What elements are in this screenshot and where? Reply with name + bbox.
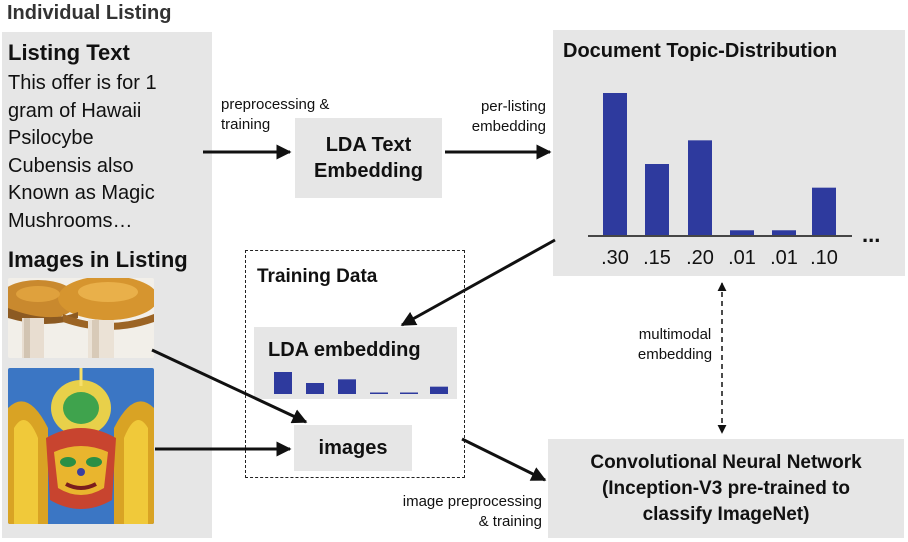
topic-bar	[688, 140, 712, 235]
topic-bar	[730, 230, 754, 235]
multimodal-label: multimodal embedding	[630, 325, 720, 365]
label-line: & training	[478, 513, 542, 530]
lda-text-embedding-line: Embedding	[314, 160, 423, 182]
cnn-line: Convolutional Neural Network	[590, 451, 862, 473]
listing-line: Known as Magic	[8, 182, 155, 204]
preprocessing-label: preprocessing & training	[221, 95, 329, 135]
listing-line: Psilocybe	[8, 127, 94, 149]
label-line: embedding	[637, 346, 713, 363]
mini-embedding-bar	[306, 383, 324, 394]
arrow-training-to-cnn	[461, 437, 547, 482]
lda-embedding-label: LDA embedding	[268, 339, 421, 361]
arrow-topics-to-training	[400, 238, 556, 327]
topic-bar	[772, 230, 796, 235]
cnn-line: (Inception-V3 pre-trained to	[601, 477, 851, 499]
topic-distribution-title: Document Topic-Distribution	[563, 40, 838, 62]
topic-bar	[645, 164, 669, 235]
label-line: multimodal	[638, 326, 712, 343]
topic-value-label: .15	[643, 247, 671, 269]
mini-embedding-bar	[370, 392, 388, 394]
topic-value-label: .30	[601, 247, 629, 269]
listing-line: Mushrooms…	[8, 209, 133, 232]
listing-text-heading: Listing Text	[8, 40, 130, 65]
topic-value-label: .01	[770, 247, 798, 269]
per-listing-label: per-listing embedding	[446, 97, 546, 137]
topic-bar	[603, 93, 627, 235]
label-line: training	[221, 116, 271, 133]
listing-line: This offer is for 1	[8, 72, 157, 94]
topic-bar	[812, 187, 836, 235]
individual-listing-title: Individual Listing	[7, 2, 172, 24]
cnn-line: classify ImageNet)	[642, 503, 810, 525]
lda-text-embedding-box: LDA Text Embedding	[295, 118, 442, 198]
topic-ellipsis: ...	[862, 222, 881, 247]
mini-embedding-bar	[274, 372, 292, 394]
label-line: preprocessing &	[221, 96, 330, 113]
mini-embedding-bar	[338, 379, 356, 394]
training-data-box	[245, 250, 465, 478]
psychedelic-art-image	[8, 368, 154, 524]
arrow-image1-to-images	[151, 348, 308, 424]
training-data-title: Training Data	[257, 266, 378, 287]
topic-value-label: .10	[810, 247, 838, 269]
mini-embedding-bar	[430, 386, 448, 394]
mini-embedding-bar	[400, 392, 418, 394]
mushroom-image	[8, 278, 154, 358]
images-box: images	[294, 425, 412, 471]
cnn-panel: Convolutional Neural Network (Inception-…	[548, 439, 904, 538]
listing-line: gram of Hawaii	[8, 99, 142, 122]
topic-value-label: .01	[728, 247, 756, 269]
image-preprocessing-label: image preprocessing & training	[370, 492, 542, 532]
lda-text-embedding-line: LDA Text	[325, 134, 412, 156]
listing-line: Cubensis also	[8, 154, 134, 177]
listing-text-body: This offer is for 1 gram of Hawaii Psilo…	[8, 70, 208, 235]
label-line: image preprocessing	[402, 493, 542, 510]
label-line: embedding	[471, 118, 546, 135]
images-in-listing-heading: Images in Listing	[8, 247, 188, 272]
topic-value-label: .20	[686, 247, 714, 269]
label-line: per-listing	[480, 98, 546, 115]
